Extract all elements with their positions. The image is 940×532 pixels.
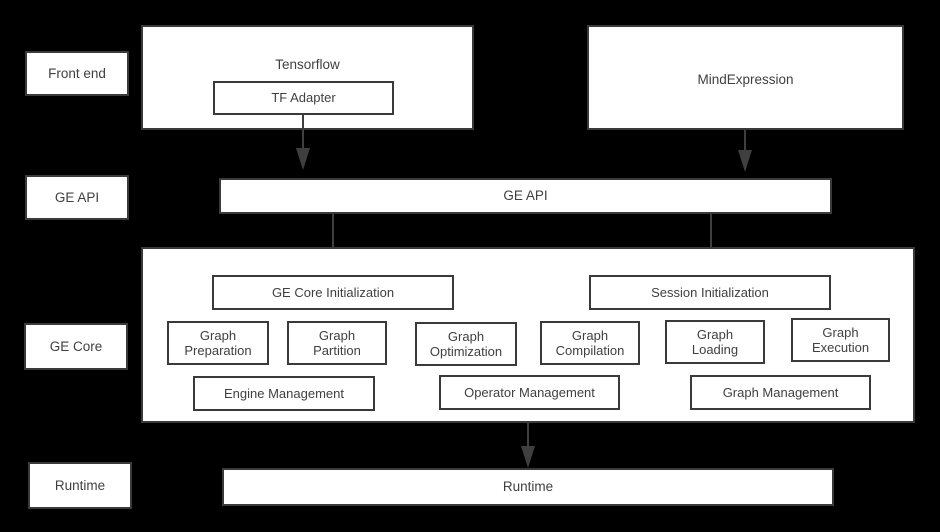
mindexpression-container: MindExpression xyxy=(587,25,904,130)
graph-preparation-label: Graph Preparation xyxy=(184,327,252,358)
ge-api-bar: GE API xyxy=(219,178,832,214)
layer-label-ge-core-text: GE Core xyxy=(49,338,103,354)
graph-partition-box: Graph Partition xyxy=(287,321,387,365)
operator-management-box: Operator Management xyxy=(439,375,620,410)
runtime-bar: Runtime xyxy=(222,468,834,506)
operator-management-label: Operator Management xyxy=(464,384,595,400)
graph-compilation-box: Graph Compilation xyxy=(540,321,640,365)
ge-api-bar-label: GE API xyxy=(503,188,548,204)
tf-adapter-box: TF Adapter xyxy=(213,81,394,115)
session-initialization-box: Session Initialization xyxy=(589,275,831,310)
layer-label-ge-core: GE Core xyxy=(24,323,128,370)
layer-label-runtime-text: Runtime xyxy=(54,477,106,493)
engine-management-label: Engine Management xyxy=(224,385,344,401)
graph-execution-label: Graph Execution xyxy=(811,324,870,355)
graph-loading-box: Graph Loading xyxy=(665,320,765,364)
graph-management-box: Graph Management xyxy=(690,375,871,410)
layer-label-front-end-text: Front end xyxy=(48,65,106,81)
graph-execution-box: Graph Execution xyxy=(791,318,890,362)
ge-core-initialization-label: GE Core Initialization xyxy=(271,284,395,300)
tf-adapter-label: TF Adapter xyxy=(271,90,336,106)
mindexpression-title: MindExpression xyxy=(697,72,794,87)
graph-optimization-label: Graph Optimization xyxy=(429,328,503,359)
graph-loading-label: Graph Loading xyxy=(691,326,739,357)
runtime-bar-label: Runtime xyxy=(502,479,554,495)
layer-label-runtime: Runtime xyxy=(28,462,132,509)
graph-partition-label: Graph Partition xyxy=(313,327,361,358)
layer-label-front-end: Front end xyxy=(25,51,129,96)
layer-label-ge-api: GE API xyxy=(25,175,129,220)
tensorflow-title: Tensorflow xyxy=(275,57,340,72)
graph-preparation-box: Graph Preparation xyxy=(167,321,269,365)
graph-optimization-box: Graph Optimization xyxy=(415,322,517,366)
graph-management-label: Graph Management xyxy=(722,384,839,400)
session-initialization-label: Session Initialization xyxy=(651,284,769,300)
ge-core-initialization-box: GE Core Initialization xyxy=(212,275,454,310)
layer-label-ge-api-text: GE API xyxy=(54,189,100,205)
graph-compilation-label: Graph Compilation xyxy=(555,327,625,358)
engine-management-box: Engine Management xyxy=(193,376,375,411)
